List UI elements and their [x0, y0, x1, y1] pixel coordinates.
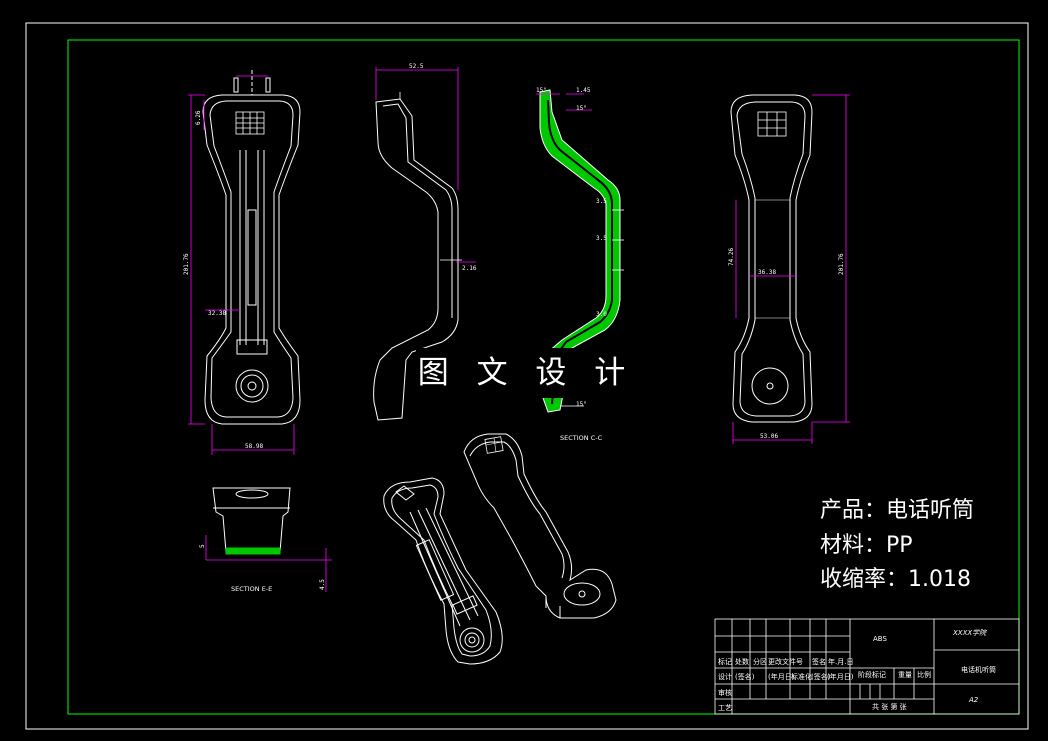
- tb-r1-c1: 标记: [718, 657, 732, 666]
- spec-shrinkage: 收缩率：1.018: [820, 567, 971, 592]
- tb-r2-c4: 标准化: [791, 672, 812, 681]
- inner-frame: [67, 39, 1020, 715]
- dim-section-top-b: 1.45: [576, 87, 591, 94]
- tb-r1-c3: 分区: [753, 657, 767, 666]
- dim-section-top-a: 15°: [536, 87, 547, 94]
- dim-back-left: 74.26: [728, 248, 735, 266]
- section-c: [536, 89, 624, 413]
- mic-ring: [235, 369, 269, 403]
- tb-scale: 比例: [917, 670, 931, 679]
- iso-grid: [484, 436, 504, 454]
- dim-sec-e-side: 5: [199, 544, 206, 548]
- dim-section-top-c: 15°: [576, 105, 587, 112]
- outer-border: [25, 22, 1029, 730]
- dim-front-width: 58.98: [245, 443, 263, 450]
- iso-view-inside: [383, 477, 503, 665]
- spec-material: 材料：PP: [820, 533, 913, 558]
- tb-r2-c3: (年月日): [768, 672, 795, 681]
- tb-r1-c6: 年.月.日: [828, 657, 853, 666]
- tb-r2-c6: (年月日): [827, 672, 854, 681]
- section-c-label: SECTION C-C: [560, 434, 603, 442]
- tb-review: 审核: [718, 688, 732, 697]
- dim-front-mid: 32.38: [208, 310, 226, 317]
- side-dimensions: [375, 67, 476, 263]
- tb-r1-c4: 更改文件号: [768, 657, 803, 666]
- dim-section-low: 3.0: [596, 311, 607, 318]
- front-view: [202, 70, 301, 425]
- dim-side-detail: 2.16: [462, 265, 477, 272]
- tb-r1-c2: 处数: [735, 657, 749, 666]
- dim-section-mid-a: 3.5: [596, 198, 607, 205]
- tb-weight: 重量: [898, 671, 912, 679]
- tb-r2-c5: (签名): [811, 672, 831, 681]
- side-view: [373, 92, 462, 421]
- section-e: [212, 487, 291, 555]
- front-dimensions: [188, 75, 295, 455]
- tb-r2-c1: 设计: [718, 672, 732, 681]
- back-dimensions: [732, 94, 850, 444]
- dim-side-width: 52.5: [409, 63, 424, 70]
- section-e-dimensions: [205, 535, 332, 592]
- section-e-label: SECTION E-E: [231, 585, 272, 593]
- dim-section-mid-b: 3.5: [596, 235, 607, 242]
- tb-r1-c5: 签名: [812, 657, 826, 666]
- tb-drawing-name: 电话机听筒: [961, 665, 996, 674]
- earpiece-grid: [235, 111, 265, 135]
- dim-section-bottom: 15°: [576, 401, 587, 408]
- dim-sec-e-height: 4.5: [319, 579, 326, 590]
- iso-view-outside: [463, 433, 617, 619]
- dim-back-mid: 36.38: [758, 269, 776, 276]
- dim-back-height: 201.76: [838, 253, 845, 275]
- title-block: [714, 618, 1020, 715]
- dim-front-top: 6.26: [195, 110, 202, 125]
- tb-material: ABS: [873, 635, 887, 643]
- back-grid: [757, 111, 787, 137]
- spec-product: 产品：电话听筒: [820, 498, 975, 523]
- tb-sheet-size: A2: [968, 696, 979, 704]
- tb-process: 工艺: [718, 704, 732, 712]
- watermark: 图 文 设 计: [416, 348, 636, 398]
- tb-stage: 阶段标记: [858, 670, 886, 679]
- tb-r2-c2: (签名): [735, 672, 755, 681]
- title-block-text: ABS XXXX学院 电话机听筒 A2 标记 处数 分区 更改文件号 签名 年.…: [718, 629, 996, 712]
- tb-company: XXXX学院: [952, 629, 987, 637]
- tb-sheets: 共 张 第 张: [872, 702, 907, 711]
- back-mic: [751, 367, 789, 405]
- dim-back-width: 53.06: [760, 433, 778, 440]
- dim-front-height: 201.76: [183, 253, 190, 275]
- back-view: [730, 94, 813, 423]
